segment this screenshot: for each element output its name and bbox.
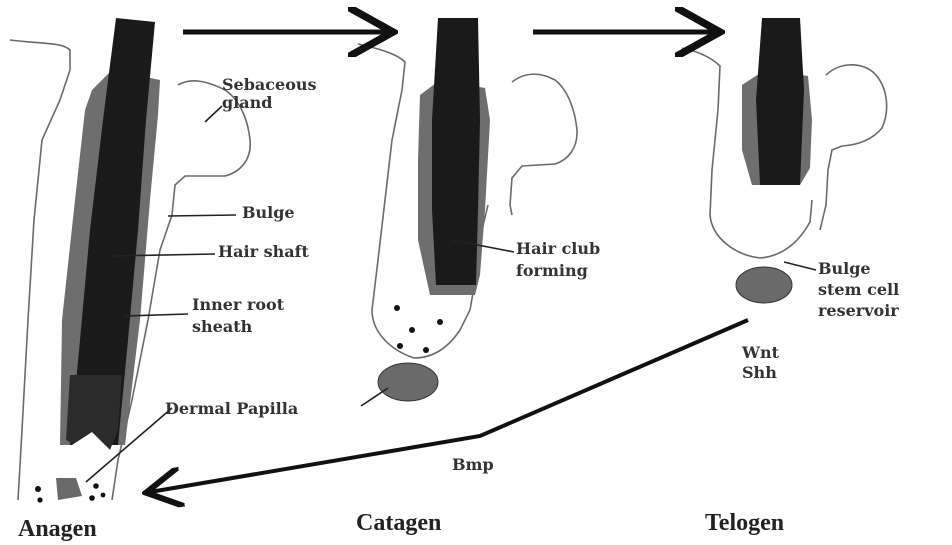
wnt-label: Wnt <box>741 343 780 362</box>
stage-catagen-label: Catagen <box>356 510 441 536</box>
dermal-papilla-label: Dermal Papilla <box>165 399 298 418</box>
bulge-leader <box>168 215 236 216</box>
stage-telogen-label: Telogen <box>705 510 784 536</box>
catagen-dermal-papilla <box>378 363 438 401</box>
bulge-stem-leader <box>784 262 816 270</box>
dermal-papilla-catagen-leader <box>361 388 388 406</box>
shh-label: Shh <box>742 363 777 382</box>
hair-club-label: Hair club forming <box>516 239 606 280</box>
hair-shaft-label: Hair shaft <box>218 242 309 261</box>
catagen-hair-club <box>432 18 480 285</box>
bulge-stem-cell-label: Bulge stem cell reservoir <box>818 259 905 320</box>
anagen-follicle <box>10 18 250 503</box>
catagen-follicle <box>358 18 577 401</box>
telogen-hair-shaft <box>756 18 804 185</box>
stage-anagen-label: Anagen <box>18 516 97 542</box>
bulge-label: Bulge <box>242 203 295 222</box>
sebaceous-leader <box>205 106 222 122</box>
anagen-dermal-papilla <box>56 478 82 500</box>
inner-root-sheath-label: Inner root sheath <box>192 295 290 336</box>
telogen-dermal-papilla <box>736 267 792 303</box>
bmp-label: Bmp <box>452 455 494 474</box>
sebaceous-gland-label: Sebaceous gland <box>222 75 322 112</box>
